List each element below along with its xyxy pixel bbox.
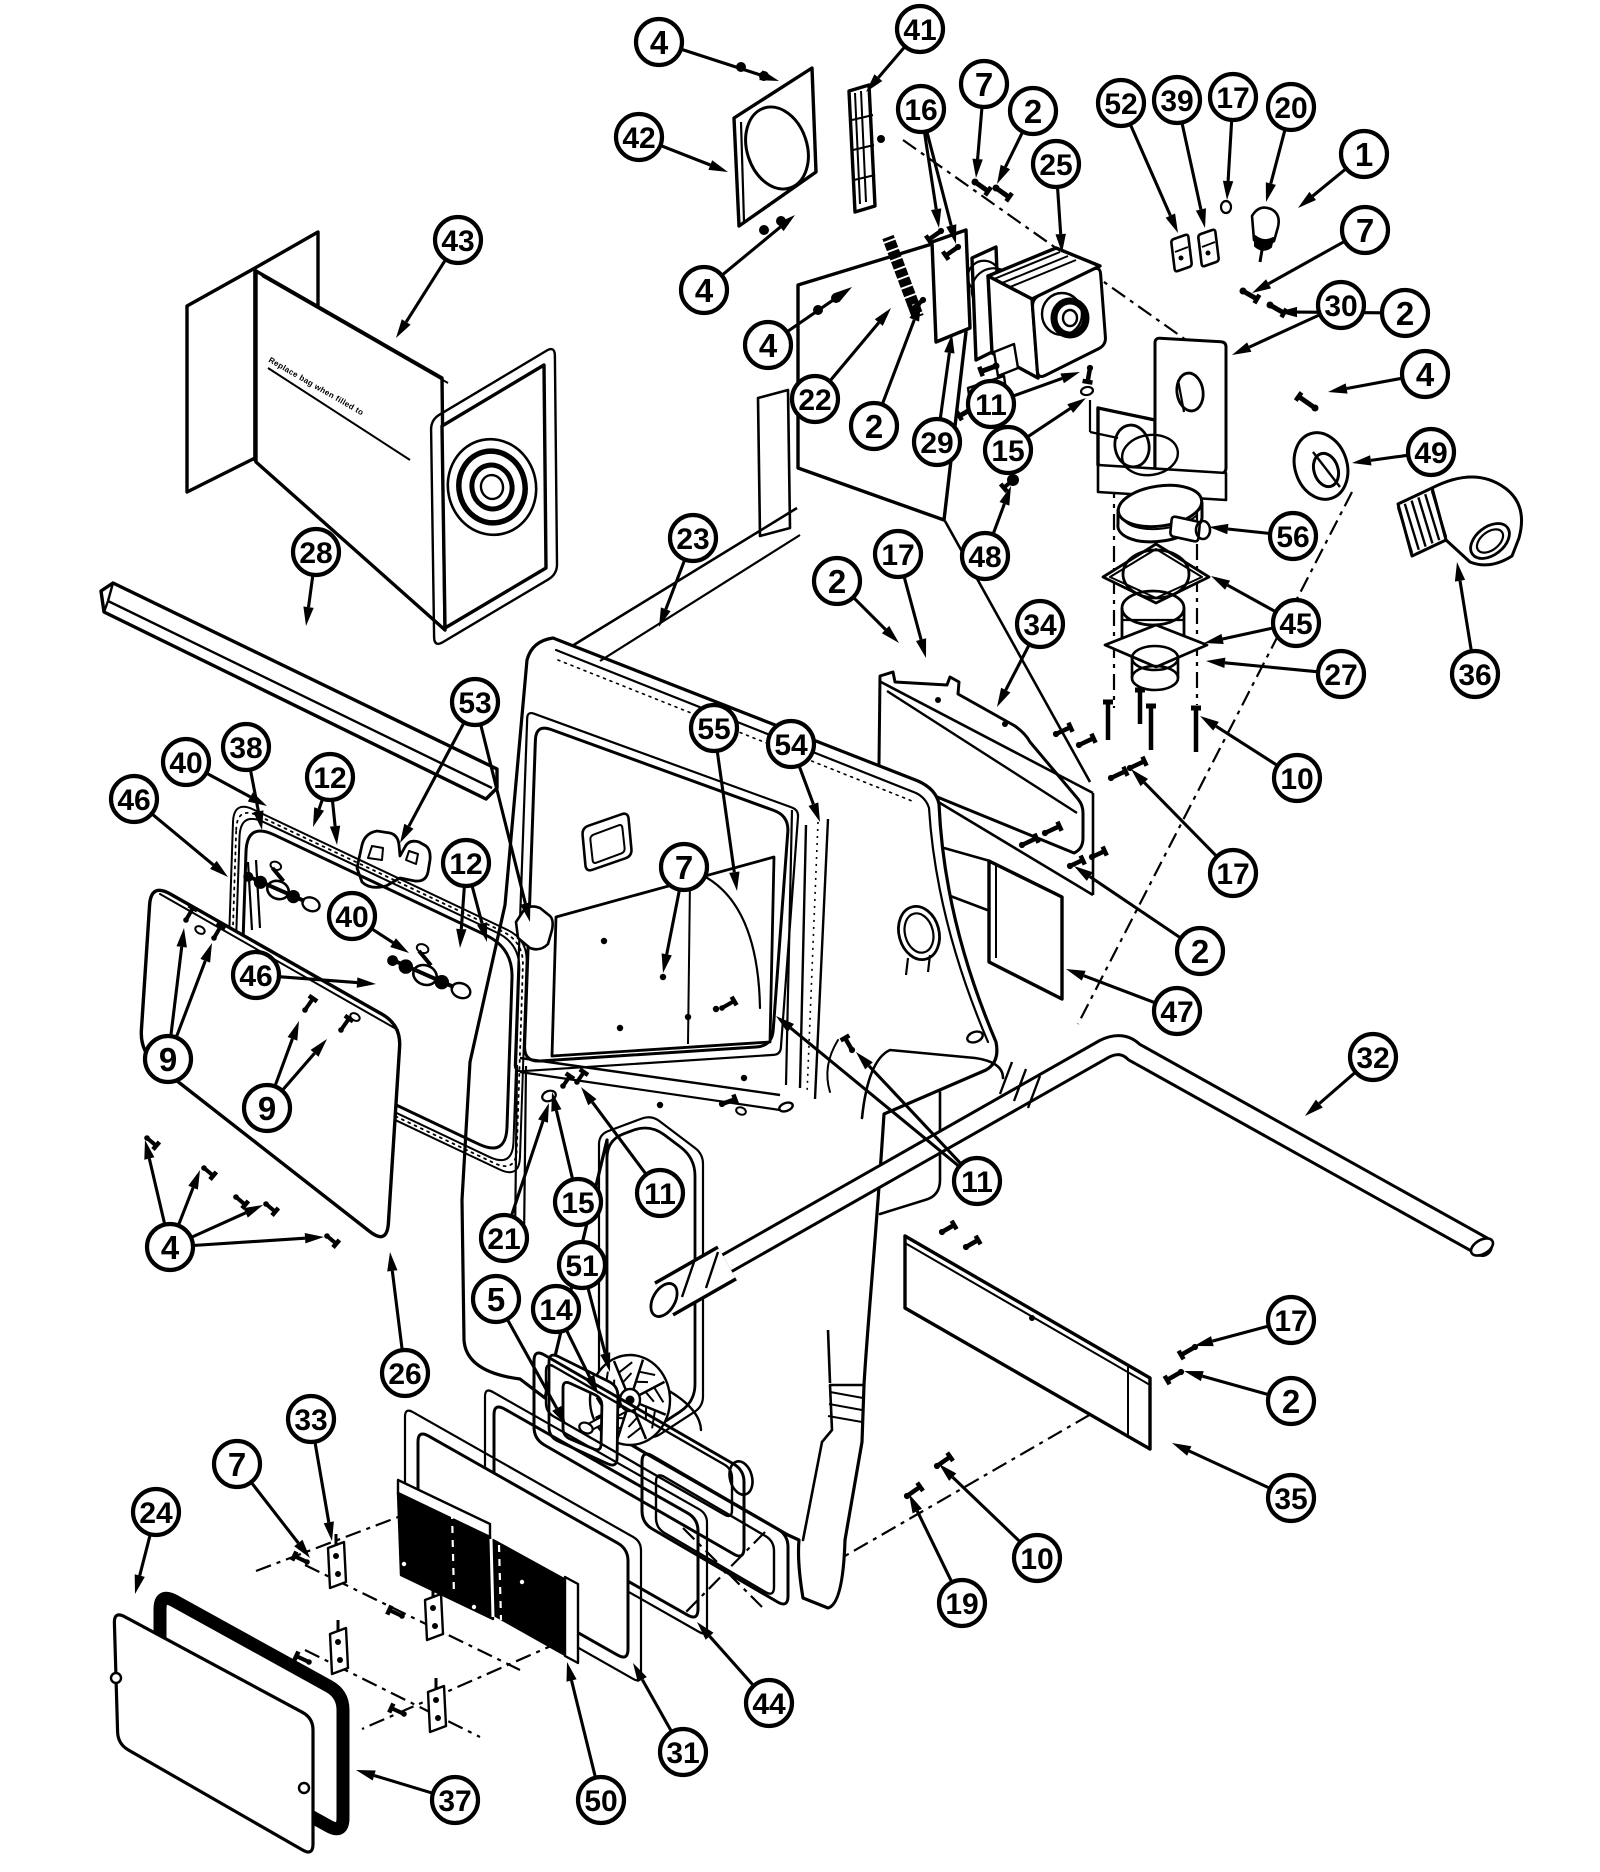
svg-text:48: 48 bbox=[968, 541, 1001, 574]
svg-text:44: 44 bbox=[752, 1688, 786, 1721]
svg-text:1: 1 bbox=[1355, 136, 1373, 173]
svg-text:40: 40 bbox=[169, 747, 202, 780]
svg-text:15: 15 bbox=[561, 1187, 594, 1220]
svg-text:14: 14 bbox=[539, 1294, 573, 1327]
svg-text:46: 46 bbox=[117, 784, 150, 817]
svg-text:10: 10 bbox=[1020, 1543, 1053, 1576]
svg-text:32: 32 bbox=[1356, 1042, 1389, 1075]
svg-text:24: 24 bbox=[139, 1497, 173, 1530]
svg-text:17: 17 bbox=[1216, 82, 1249, 115]
svg-text:20: 20 bbox=[1274, 92, 1307, 125]
svg-text:2: 2 bbox=[1282, 1383, 1300, 1420]
svg-text:2: 2 bbox=[828, 563, 846, 600]
svg-text:7: 7 bbox=[975, 66, 993, 103]
svg-text:53: 53 bbox=[458, 687, 491, 720]
svg-text:40: 40 bbox=[335, 901, 368, 934]
svg-text:27: 27 bbox=[1324, 659, 1357, 692]
svg-text:28: 28 bbox=[299, 537, 332, 570]
svg-text:9: 9 bbox=[159, 1041, 177, 1078]
svg-text:33: 33 bbox=[294, 1404, 327, 1437]
svg-text:10: 10 bbox=[1280, 763, 1313, 796]
svg-text:2: 2 bbox=[1024, 93, 1042, 130]
svg-text:47: 47 bbox=[1160, 996, 1193, 1029]
svg-text:37: 37 bbox=[438, 1785, 471, 1818]
svg-text:41: 41 bbox=[903, 14, 936, 47]
svg-text:31: 31 bbox=[666, 1737, 699, 1770]
svg-text:2: 2 bbox=[1396, 295, 1414, 332]
svg-text:34: 34 bbox=[1023, 609, 1057, 642]
svg-text:46: 46 bbox=[239, 960, 272, 993]
svg-text:7: 7 bbox=[228, 1446, 246, 1483]
svg-text:54: 54 bbox=[774, 729, 808, 762]
svg-text:12: 12 bbox=[313, 762, 346, 795]
svg-text:43: 43 bbox=[441, 225, 474, 258]
svg-text:2: 2 bbox=[865, 408, 883, 445]
svg-text:49: 49 bbox=[1414, 437, 1447, 470]
svg-text:17: 17 bbox=[1274, 1305, 1307, 1338]
svg-text:39: 39 bbox=[1160, 85, 1193, 118]
svg-text:25: 25 bbox=[1039, 149, 1072, 182]
svg-text:11: 11 bbox=[644, 1178, 676, 1211]
svg-text:23: 23 bbox=[676, 523, 709, 556]
svg-text:5: 5 bbox=[487, 1281, 505, 1318]
svg-text:42: 42 bbox=[622, 122, 655, 155]
svg-text:2: 2 bbox=[1191, 933, 1209, 970]
svg-text:56: 56 bbox=[1276, 521, 1309, 554]
svg-text:30: 30 bbox=[1324, 290, 1357, 323]
svg-text:51: 51 bbox=[565, 1250, 598, 1283]
svg-text:55: 55 bbox=[697, 713, 730, 746]
svg-text:38: 38 bbox=[229, 732, 262, 765]
svg-text:36: 36 bbox=[1458, 659, 1491, 692]
svg-text:29: 29 bbox=[920, 427, 953, 460]
svg-text:35: 35 bbox=[1274, 1483, 1307, 1516]
svg-text:17: 17 bbox=[881, 539, 914, 572]
svg-text:26: 26 bbox=[388, 1358, 421, 1391]
svg-text:4: 4 bbox=[650, 24, 669, 61]
svg-text:11: 11 bbox=[975, 389, 1007, 422]
svg-text:4: 4 bbox=[161, 1229, 180, 1266]
svg-text:45: 45 bbox=[1279, 608, 1312, 641]
svg-text:16: 16 bbox=[904, 94, 937, 127]
svg-text:52: 52 bbox=[1104, 88, 1137, 121]
svg-text:17: 17 bbox=[1216, 858, 1249, 891]
svg-text:15: 15 bbox=[991, 435, 1024, 468]
svg-text:11: 11 bbox=[961, 1166, 993, 1199]
svg-text:12: 12 bbox=[449, 848, 482, 881]
svg-text:7: 7 bbox=[675, 849, 693, 886]
svg-text:4: 4 bbox=[695, 272, 714, 309]
svg-text:4: 4 bbox=[759, 327, 778, 364]
svg-text:4: 4 bbox=[1416, 356, 1435, 393]
svg-text:9: 9 bbox=[258, 1090, 276, 1127]
svg-text:19: 19 bbox=[945, 1588, 978, 1621]
svg-text:21: 21 bbox=[487, 1223, 520, 1256]
svg-text:7: 7 bbox=[1356, 212, 1374, 249]
svg-text:22: 22 bbox=[798, 384, 831, 417]
svg-text:50: 50 bbox=[584, 1785, 617, 1818]
